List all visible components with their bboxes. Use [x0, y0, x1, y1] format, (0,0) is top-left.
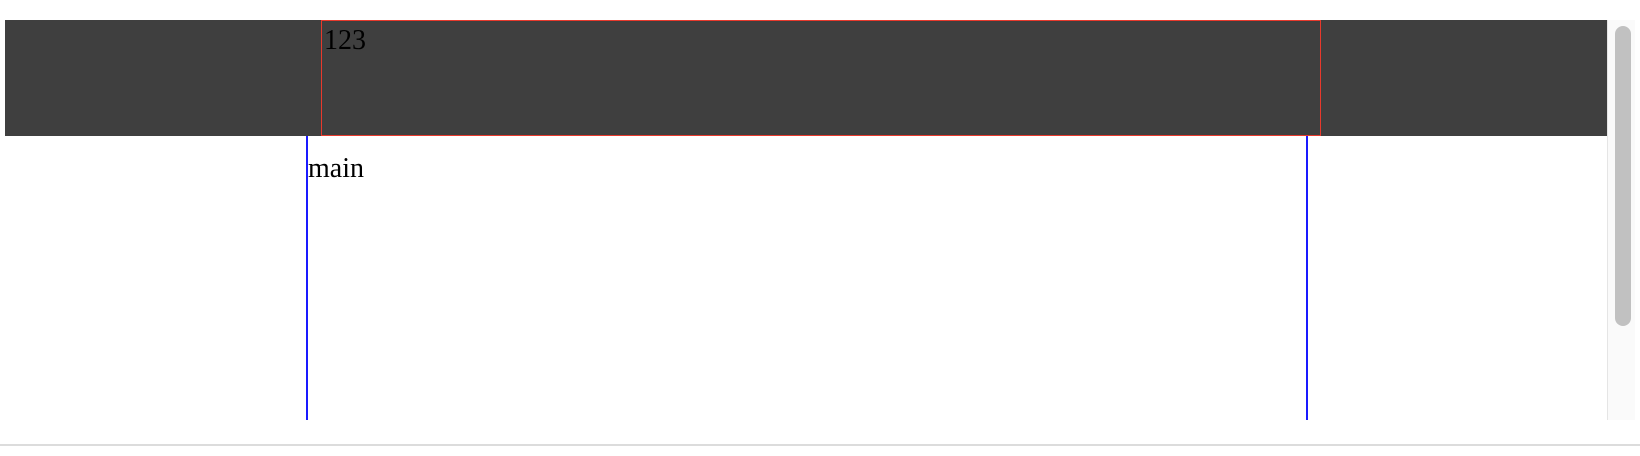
header-container: 123	[321, 20, 1321, 136]
main-container: main	[306, 136, 1308, 420]
vertical-scrollbar[interactable]	[1607, 20, 1635, 420]
main-text: main	[308, 153, 364, 184]
header-band	[5, 20, 1607, 136]
header-text: 123	[324, 25, 366, 56]
page-content: 123 main	[5, 20, 1607, 420]
scrollbar-thumb[interactable]	[1615, 26, 1631, 326]
bottom-divider	[0, 444, 1640, 446]
